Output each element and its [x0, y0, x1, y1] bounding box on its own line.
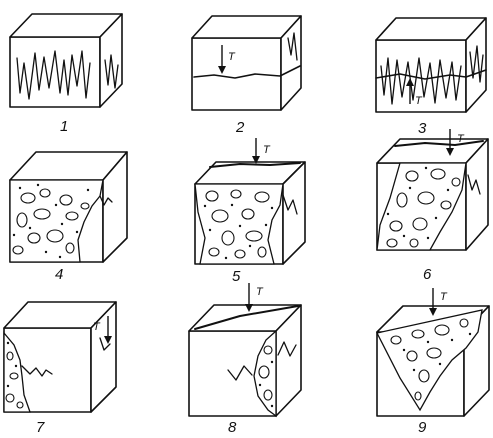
exposed-concrete-9	[376, 309, 483, 412]
aggregate-5	[203, 189, 274, 260]
panel-number-2: 2	[235, 119, 245, 136]
panel-number-6: 6	[423, 266, 432, 283]
panel-number-8: 8	[228, 419, 237, 436]
panel-4: 4	[9, 151, 128, 283]
cube-8	[188, 304, 302, 417]
arrow-label-2: T	[228, 51, 236, 63]
panel-5: T 5	[194, 138, 306, 285]
cube-7	[3, 301, 117, 413]
top-crack-5	[209, 162, 301, 168]
exposed-concrete-5	[194, 183, 284, 265]
aggregate-8	[258, 345, 274, 408]
panel-9: T 9	[376, 288, 490, 436]
vertical-cracks-1	[16, 50, 119, 100]
vertical-cracks-3	[380, 57, 462, 105]
panel-number-1: 1	[60, 118, 68, 135]
top-crack-6	[394, 140, 484, 147]
aggregate-4	[12, 183, 90, 259]
cube-2	[191, 15, 302, 111]
panel-number-3: 3	[418, 120, 427, 137]
arrow-label-7: T	[93, 321, 101, 333]
diagonal-crack-8	[194, 305, 299, 330]
panel-2: T 2	[191, 15, 302, 136]
panel-7: T 7	[3, 301, 117, 436]
arrow-label-9: T	[440, 291, 448, 303]
side-crack-2	[287, 32, 298, 61]
aggregate-9	[390, 318, 472, 401]
horizontal-crack-2	[193, 65, 301, 79]
panel-3: T 3	[375, 17, 487, 137]
arrow-label-6: T	[457, 133, 465, 145]
panel-number-5: 5	[232, 268, 241, 285]
panel-number-9: 9	[418, 419, 427, 436]
arrow-label-3: T	[415, 95, 423, 107]
panel-8: T 8	[188, 283, 302, 436]
crack-7	[21, 365, 53, 377]
panel-6: T 6	[376, 129, 489, 283]
arrow-label-5: T	[263, 144, 271, 156]
aggregate-6	[386, 166, 461, 248]
side-cracks-3	[469, 45, 484, 83]
panel-number-7: 7	[36, 419, 45, 436]
arrow-label-8: T	[256, 286, 264, 298]
panel-1: 1	[9, 13, 123, 135]
aggregate-7	[5, 341, 24, 409]
panel-number-4: 4	[55, 266, 63, 283]
